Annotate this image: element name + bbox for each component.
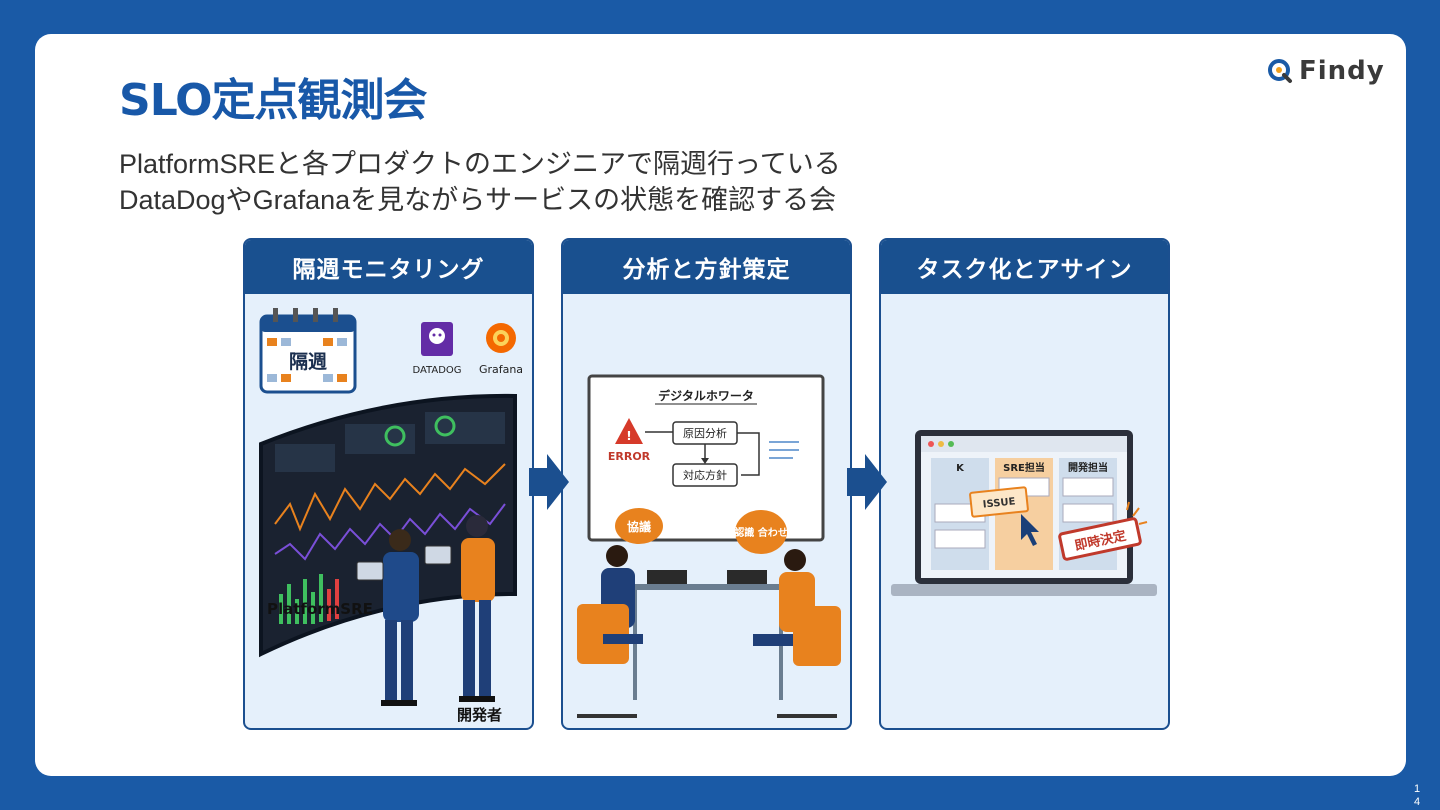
issue-card: ISSUE bbox=[970, 487, 1028, 517]
speech-bubble-discussion: 協議 bbox=[615, 508, 663, 544]
panel-biweekly-monitoring: 隔週モニタリング 隔週 D bbox=[243, 238, 534, 730]
panel-heading: 隔週モニタリング bbox=[245, 240, 532, 294]
meeting-table bbox=[623, 584, 793, 590]
column-3: 開発担当 bbox=[1068, 461, 1108, 474]
panel-analysis: 分析と方針策定 デジタルホワータ ! ERROR 原因分析 対応 bbox=[561, 238, 852, 730]
findy-logo: Findy bbox=[1267, 56, 1385, 86]
flow-step-2: 対応方針 bbox=[683, 468, 727, 482]
arrow-right-icon bbox=[847, 454, 887, 510]
findy-logo-icon bbox=[1267, 58, 1293, 84]
panel-heading: 分析と方針策定 bbox=[563, 240, 850, 294]
analysis-illustration: デジタルホワータ ! ERROR 原因分析 対応方針 bbox=[563, 294, 850, 728]
bubble-text-1: 協議 bbox=[627, 519, 651, 534]
tool-grafana: Grafana bbox=[479, 363, 523, 376]
whiteboard-title: デジタルホワータ bbox=[658, 388, 754, 403]
monitoring-illustration: 隔週 DATADOG Grafana bbox=[245, 294, 532, 728]
datadog-icon: DATADOG bbox=[412, 322, 461, 376]
column-1: K bbox=[956, 463, 965, 474]
label-developer: 開発者 bbox=[457, 706, 502, 724]
subtitle-line-2: DataDogやGrafanaを見ながらサービスの状態を確認する会 bbox=[119, 178, 836, 217]
arrow-right-icon bbox=[529, 454, 569, 510]
page-number: 14 bbox=[1414, 783, 1420, 809]
grafana-icon: Grafana bbox=[479, 323, 523, 376]
flow-step-1: 原因分析 bbox=[683, 426, 727, 440]
error-label: ERROR bbox=[608, 450, 651, 463]
label-platformsre: PlatformSRE bbox=[267, 600, 373, 618]
slide-card: SLO定点観測会 Findy PlatformSREと各プロダクトのエンジニアで… bbox=[35, 34, 1406, 776]
column-2: SRE担当 bbox=[1003, 461, 1045, 474]
subtitle-line-1: PlatformSREと各プロダクトのエンジニアで隔週行っている bbox=[119, 142, 841, 181]
bubble-text-2: 認識 合わせ bbox=[734, 526, 787, 539]
panel-task-assignment: タスク化とアサイン K SRE担当 開発担当 bbox=[879, 238, 1170, 730]
panel-heading: タスク化とアサイン bbox=[881, 240, 1168, 294]
person-right bbox=[753, 549, 841, 666]
tool-datadog: DATADOG bbox=[412, 365, 461, 376]
task-illustration: K SRE担当 開発担当 ISSUE 即時決定 bbox=[881, 294, 1168, 728]
calendar-label: 隔週 bbox=[289, 351, 327, 373]
calendar-icon: 隔週 bbox=[261, 308, 355, 392]
brand-name: Findy bbox=[1299, 56, 1385, 86]
page-title: SLO定点観測会 bbox=[119, 64, 427, 128]
svg-text:!: ! bbox=[626, 429, 631, 443]
